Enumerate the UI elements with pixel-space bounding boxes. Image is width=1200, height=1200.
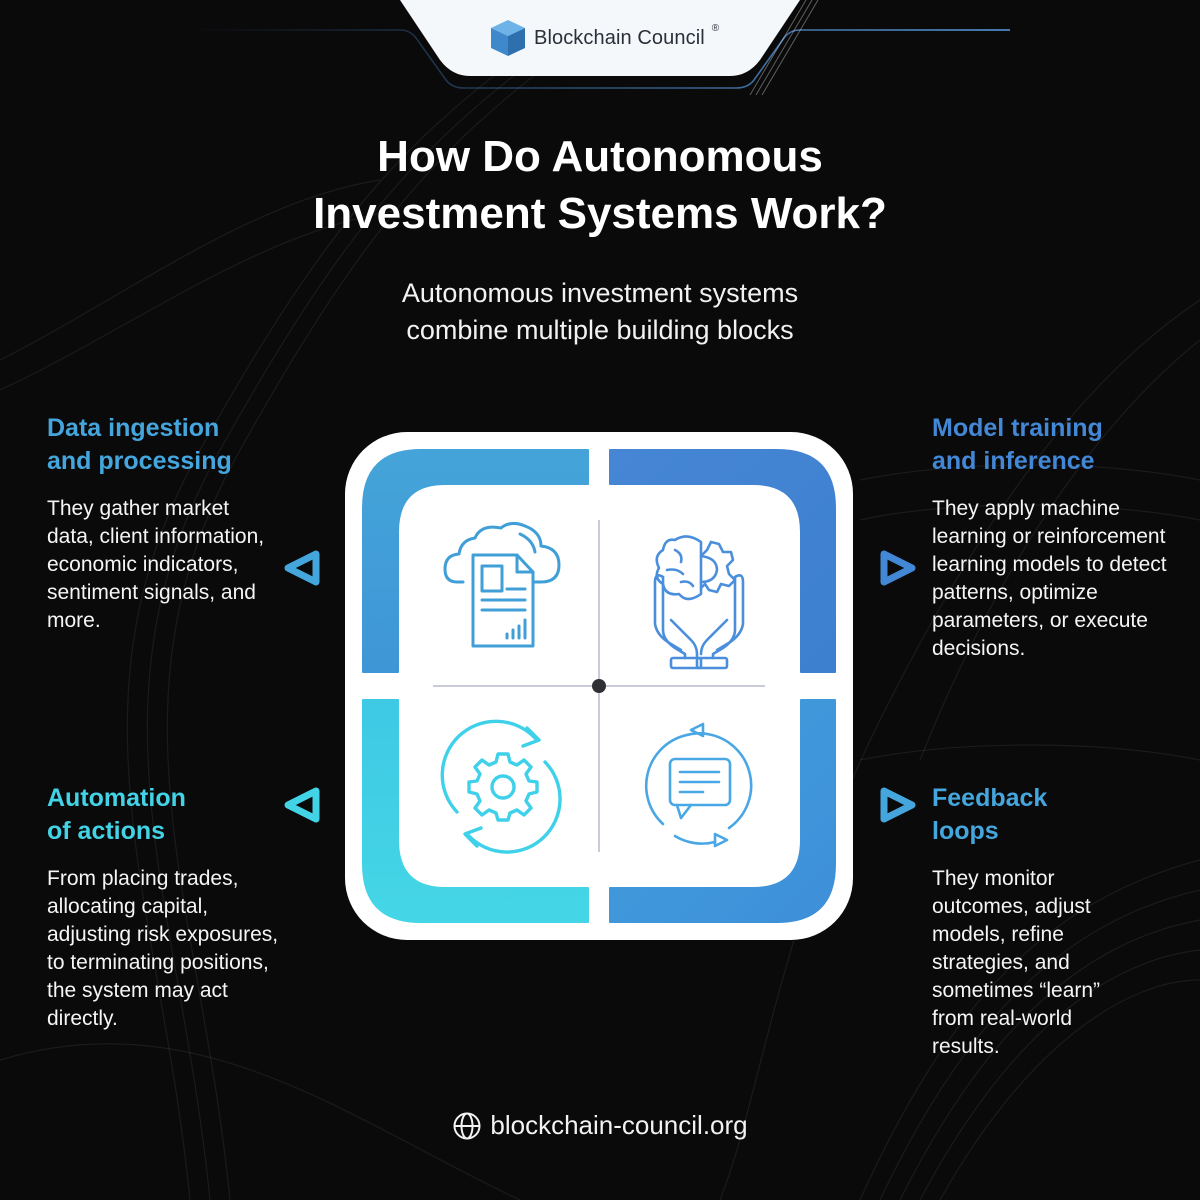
logo-tab-shape xyxy=(190,0,1010,95)
gear-cycle-icon xyxy=(440,719,562,854)
bracket-bottom-right xyxy=(609,699,836,923)
heading-line-2: and inference xyxy=(932,447,1095,475)
block-body: From placing trades, allocating capital,… xyxy=(47,867,279,1030)
block-heading: Model training and inference xyxy=(932,412,1192,478)
bracket-top-right xyxy=(609,449,836,673)
quadrant-graphic xyxy=(362,449,836,923)
footer: blockchain-council.org xyxy=(0,1110,1200,1141)
block-body: They apply machine learning or reinforce… xyxy=(932,497,1167,660)
arrow-right-icon xyxy=(880,787,916,823)
center-dot xyxy=(592,679,606,693)
heading-line-2: and processing xyxy=(47,447,232,475)
quadrant-panel xyxy=(345,432,853,940)
cloud-document-chart-icon xyxy=(443,521,561,648)
heading-line-1: Model training xyxy=(932,414,1103,442)
subtitle-line-1: Autonomous investment systems xyxy=(401,278,799,308)
bracket-top-left xyxy=(362,449,589,673)
chat-cycle-icon xyxy=(644,722,753,848)
subtitle-line-2: combine multiple building blocks xyxy=(406,315,794,345)
heading-line-1: Data ingestion xyxy=(47,414,220,442)
brand-logo: Blockchain Council ® xyxy=(488,18,719,58)
block-body: They gather market data, client informat… xyxy=(47,497,265,632)
block-automation: Automation of actions From placing trade… xyxy=(47,782,307,1033)
block-heading: Feedback loops xyxy=(932,782,1192,848)
page-title: How Do Autonomous Investment Systems Wor… xyxy=(0,128,1200,242)
heading-line-2: loops xyxy=(932,817,999,845)
block-heading: Data ingestion and processing xyxy=(47,412,307,478)
registered-mark: ® xyxy=(711,22,720,34)
brain-gear-hands-icon xyxy=(653,535,745,670)
block-body: They monitor outcomes, adjust models, re… xyxy=(932,867,1101,1058)
title-line-1: How Do Autonomous xyxy=(377,132,823,181)
heading-line-2: of actions xyxy=(47,817,166,845)
brand-name: Blockchain Council xyxy=(534,26,705,49)
block-heading: Automation of actions xyxy=(47,782,307,848)
heading-line-1: Automation xyxy=(47,784,186,812)
arrow-left-icon xyxy=(284,550,320,586)
heading-line-1: Feedback xyxy=(932,784,1048,812)
globe-icon xyxy=(453,1112,481,1139)
title-line-2: Investment Systems Work? xyxy=(313,189,887,238)
page-subtitle: Autonomous investment systems combine mu… xyxy=(0,275,1200,349)
block-data-ingestion: Data ingestion and processing They gathe… xyxy=(47,412,307,635)
arrow-left-icon xyxy=(284,787,320,823)
block-model-training: Model training and inference They apply … xyxy=(932,412,1192,663)
block-feedback-loops: Feedback loops They monitor outcomes, ad… xyxy=(932,782,1192,1061)
website-link[interactable]: blockchain-council.org xyxy=(490,1110,748,1140)
arrow-right-icon xyxy=(880,550,916,586)
bracket-bottom-left xyxy=(362,699,589,923)
cube-logo-icon xyxy=(491,20,525,56)
